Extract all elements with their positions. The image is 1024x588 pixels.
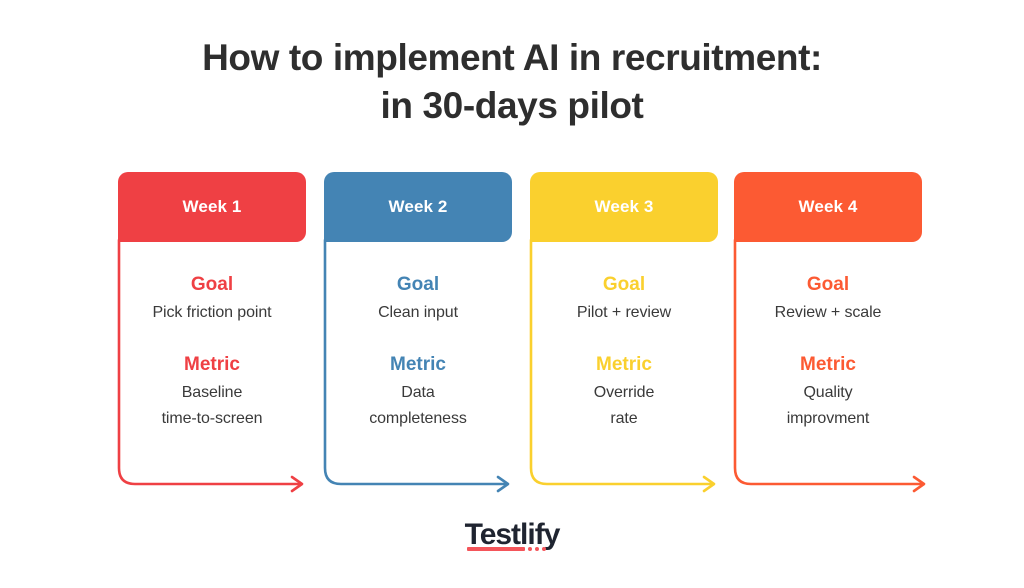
metric-section-2: Metric Data completeness (324, 352, 512, 432)
metric-section-1: Metric Baseline time-to-screen (118, 352, 306, 432)
logo-dots-accent (527, 547, 554, 551)
week-column-3: Week 3 Goal Pilot + review Metric Overri… (529, 172, 718, 502)
week-title-3: Week 3 (594, 197, 654, 216)
goal-text-3: Pilot + review (576, 304, 672, 321)
timeline-columns: Week 1 Goal Pick friction point Metric B… (117, 172, 930, 502)
timeline-connector-arrow-4 (733, 238, 926, 493)
metric-section-3: Metric Override rate (530, 352, 718, 432)
goal-section-4: Goal Review + scale (734, 272, 922, 326)
week-header-2: Week 2 (324, 172, 512, 242)
week-header-1: Week 1 (118, 172, 306, 242)
metric-text-4-line-1: Quality (803, 384, 853, 401)
logo-inner: Testlify (465, 518, 560, 552)
metric-section-4: Metric Quality improvment (734, 352, 922, 432)
timeline-connector-arrow-1 (117, 238, 304, 493)
week-title-1: Week 1 (182, 197, 242, 216)
week-body-1: Goal Pick friction point Metric Baseline… (118, 272, 306, 432)
page-title: How to implement AI in recruitment: in 3… (0, 34, 1024, 130)
goal-section-2: Goal Clean input (324, 272, 512, 326)
page-title-line-2: in 30-days pilot (380, 85, 644, 126)
week-header-3: Week 3 (530, 172, 718, 242)
brand-logo: Testlify (0, 518, 1024, 552)
logo-underline-accent (466, 547, 525, 551)
goal-label-3: Goal (602, 274, 646, 295)
timeline-connector-arrow-3 (529, 238, 716, 493)
metric-label-2: Metric (390, 354, 446, 375)
metric-label-1: Metric (184, 354, 240, 375)
goal-text-1: Pick friction point (152, 304, 272, 321)
metric-label-4: Metric (800, 354, 856, 375)
goal-section-3: Goal Pilot + review (530, 272, 718, 326)
goal-section-1: Goal Pick friction point (118, 272, 306, 326)
goal-label-2: Goal (396, 274, 440, 295)
metric-text-1-line-2: time-to-screen (161, 410, 263, 427)
week-body-3: Goal Pilot + review Metric Override rate (530, 272, 718, 432)
metric-label-3: Metric (596, 354, 652, 375)
metric-text-3-line-2: rate (610, 410, 638, 427)
goal-label-4: Goal (806, 274, 850, 295)
metric-text-1-line-1: Baseline (181, 384, 243, 401)
metric-text-2-line-2: completeness (369, 410, 467, 427)
metric-text-4-line-2: improvment (786, 410, 870, 427)
week-column-1: Week 1 Goal Pick friction point Metric B… (117, 172, 306, 502)
goal-text-2: Clean input (378, 304, 458, 321)
timeline-connector-arrow-2 (323, 238, 510, 493)
metric-text-3-line-1: Override (593, 384, 655, 401)
week-body-2: Goal Clean input Metric Data completenes… (324, 272, 512, 432)
goal-label-1: Goal (190, 274, 234, 295)
week-body-4: Goal Review + scale Metric Quality impro… (734, 272, 922, 432)
week-title-2: Week 2 (388, 197, 448, 216)
page-title-line-1: How to implement AI in recruitment: (202, 37, 822, 78)
week-title-4: Week 4 (798, 197, 858, 216)
week-column-4: Week 4 Goal Review + scale Metric Qualit… (733, 172, 926, 502)
goal-text-4: Review + scale (774, 304, 882, 321)
logo-wordmark: Testlify (464, 518, 561, 551)
week-column-2: Week 2 Goal Clean input Metric Data comp… (323, 172, 512, 502)
metric-text-2-line-1: Data (401, 384, 435, 401)
week-header-4: Week 4 (734, 172, 922, 242)
